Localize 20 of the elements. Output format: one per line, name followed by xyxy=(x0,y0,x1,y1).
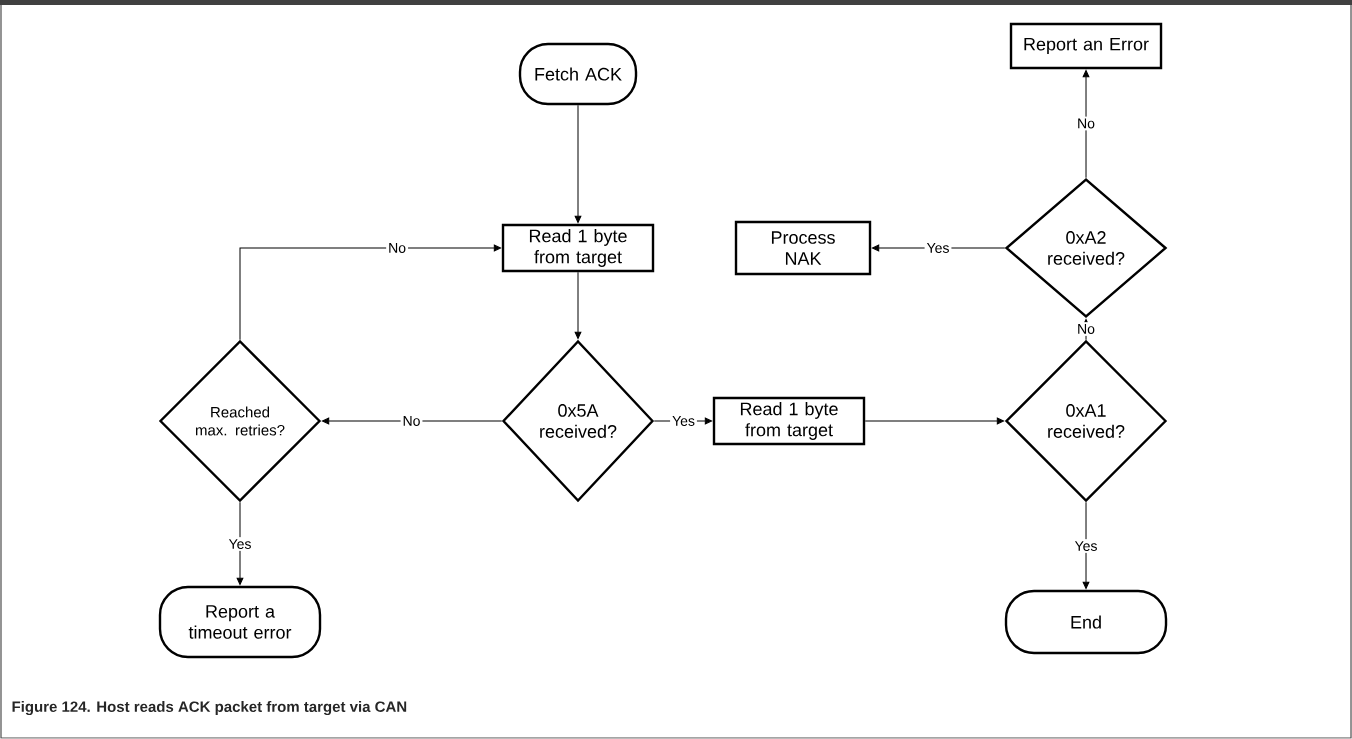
arrow xyxy=(1082,501,1090,590)
process-box: Report an Error xyxy=(1009,22,1163,70)
edge-label: No xyxy=(386,241,409,255)
arrow xyxy=(1082,69,1090,179)
edge-label: Yes xyxy=(924,241,952,255)
process-box: Process NAK xyxy=(734,220,872,276)
process-box: Read 1 byte from target xyxy=(501,223,655,273)
arrow xyxy=(864,417,1005,425)
arrow xyxy=(321,417,503,425)
arrow xyxy=(574,271,582,340)
edge-label: Yes xyxy=(670,414,697,428)
arrow xyxy=(574,104,582,224)
arrow xyxy=(239,244,502,341)
caption: Figure 124. Host reads ACK packet from target via CAN xyxy=(12,701,407,716)
edge-label: No xyxy=(1075,322,1097,336)
process-box: Read 1 byte from target xyxy=(712,396,866,446)
edge-label: No xyxy=(1075,116,1097,131)
edge-label: No xyxy=(400,414,423,428)
edge-label: Yes xyxy=(226,537,254,551)
edge-label: Yes xyxy=(1072,539,1100,553)
